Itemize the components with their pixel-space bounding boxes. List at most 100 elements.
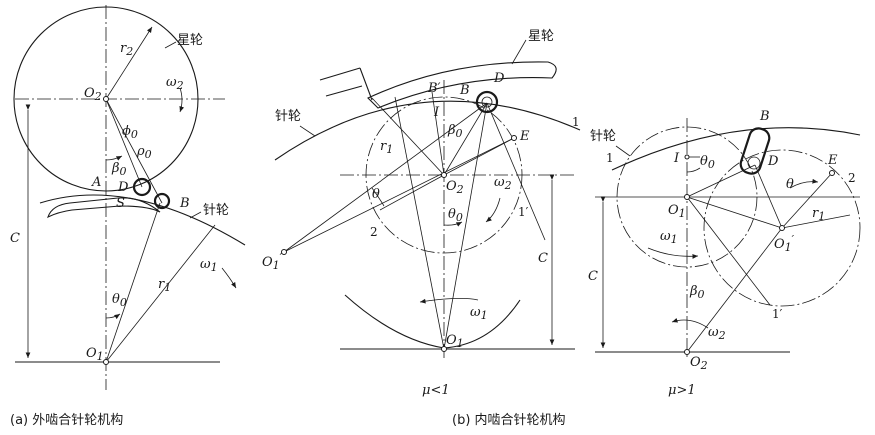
pin-wheel-arc-b-left <box>274 100 581 161</box>
label-c-b-right: C <box>588 269 598 284</box>
label-e-b-left: E <box>519 129 530 144</box>
label-star-wheel-a: 星轮 <box>177 33 203 48</box>
label-r1-b-left: r1 <box>380 139 393 156</box>
roller-d-b-left <box>475 90 499 114</box>
radius-r1-line <box>105 224 216 363</box>
star-wheel-band-b-left <box>367 61 557 109</box>
label-n1-b-right: 1 <box>606 151 614 165</box>
pin-wheel-arc-b-right <box>611 127 861 171</box>
leader-star-wheel-b <box>511 39 527 65</box>
label-d-b-left: D <box>493 71 505 86</box>
label-r2-a: r2 <box>120 41 133 58</box>
label-d-b-right: D <box>767 154 779 169</box>
point-o1p-b-right <box>779 225 785 231</box>
label-o1-b-left: O1 <box>446 333 464 350</box>
label-r1-a: r1 <box>158 277 171 294</box>
label-i-b-left: I <box>433 105 440 120</box>
label-n1p-b-left: 1′ <box>518 205 529 219</box>
label-n2-b-right: 2 <box>848 171 856 185</box>
angle-arc-theta0-a <box>105 313 121 320</box>
label-a-point: A <box>91 175 101 190</box>
radius-r2-line <box>105 26 153 100</box>
o2-to-e-line <box>443 137 515 176</box>
theta-arc-b-right <box>789 178 819 189</box>
r1-line-b-right <box>781 214 851 229</box>
label-mu-less: μ<1 <box>422 383 450 398</box>
arc-around-o1p <box>344 294 521 349</box>
roller-b-a <box>153 192 171 210</box>
label-o2-a: O2 <box>84 86 102 103</box>
leader-pin-wheel-b-left <box>299 125 316 137</box>
leader-pin-wheel-b-right <box>615 145 631 157</box>
star-tooth-curve-a <box>47 197 161 219</box>
label-theta0-a: θ0 <box>112 292 127 309</box>
label-star-wheel-b: 星轮 <box>528 29 554 44</box>
line-to-1prime <box>486 102 546 241</box>
label-theta-b-right: θ <box>786 177 794 192</box>
angle-arc-theta-b-left <box>371 187 385 207</box>
label-pin-wheel-b-right: 针轮 <box>590 129 616 144</box>
o1p-circle-b-right <box>703 149 861 307</box>
roller-d-inner-b-left <box>481 96 493 108</box>
point-e-b-left <box>511 135 517 141</box>
o2-to-o1p-line <box>686 227 783 353</box>
line-to-1prime-right <box>686 196 771 306</box>
label-b-point-a: B <box>179 196 190 211</box>
label-theta-b-left: θ <box>372 187 380 202</box>
panel-b-right-mu-greater-than-1: 针轮 1 B I θ0 D E 2 θ O1 r1 ω1 O1′ C β0 1′… <box>588 109 861 398</box>
o1-to-b-line-b <box>394 96 445 350</box>
label-r1-b-right: r1 <box>812 206 825 223</box>
omega2-arrow-b-left <box>485 197 501 223</box>
o2-to-d-line-b <box>443 102 488 176</box>
label-o1p-b-right: O1′ <box>774 233 795 254</box>
label-s-point: S <box>116 196 125 211</box>
point-i-b-right <box>684 154 690 160</box>
omega2-arrow-a <box>179 87 185 113</box>
line-to-point-2 <box>379 174 445 211</box>
label-pin-wheel-a: 针轮 <box>203 203 229 218</box>
o2-to-d-line <box>105 98 143 188</box>
omega1-arrow-b-left <box>419 298 479 304</box>
label-c-b-left: C <box>538 251 548 266</box>
o1p-to-e-line-right <box>781 172 833 229</box>
label-c-a: C <box>10 231 20 246</box>
label-n1-b-left: 1 <box>572 115 580 129</box>
point-o2-b-right <box>684 349 690 355</box>
label-o1-a: O1 <box>86 346 104 363</box>
o2-to-bp-line <box>431 91 445 176</box>
label-mu-greater: μ>1 <box>668 383 696 398</box>
label-e-b-right: E <box>827 153 838 168</box>
label-n2-b-left: 2 <box>370 225 378 239</box>
o1p-to-d-line-right <box>754 164 783 229</box>
roller-d-b-right <box>747 156 761 170</box>
caption-b: (b) 内啮合针轮机构 <box>452 412 566 428</box>
label-phi0-a: ϕ0 <box>122 124 138 141</box>
label-omega1-b-left: ω1 <box>470 305 488 322</box>
roller-d-a <box>132 177 152 197</box>
point-o1p-b-left <box>281 249 287 255</box>
panel-a-external-mesh: 星轮 针轮 O2 r2 ω2 ϕ0 ρ0 β0 A D S B C θ0 r1 … <box>10 5 246 428</box>
o1-to-d-line-b <box>443 102 488 350</box>
slider-d-b-right <box>739 127 771 175</box>
point-e-b-right <box>829 170 835 176</box>
label-omega2-b-left: ω2 <box>494 175 512 192</box>
label-b-b-left: B <box>459 83 470 98</box>
bracket-top-left <box>319 67 373 101</box>
label-o1p-b-left: O1′ <box>262 251 283 272</box>
leader-pin-wheel-a <box>189 211 202 219</box>
label-beta0-b-right: β0 <box>689 284 705 301</box>
point-o2-b-left <box>441 172 447 178</box>
o2-to-b-line <box>105 98 163 204</box>
panel-b-left-mu-less-than-1: 星轮 针轮 B′ B D I 1 β0 E r1 O2 θ ω2 θ0 1′ 2… <box>262 29 581 398</box>
caption-a: (a) 外啮合针轮机构 <box>10 413 123 428</box>
label-d-point-a: D <box>117 180 129 195</box>
o1p-to-d-line <box>283 102 488 253</box>
label-rho0-a: ρ0 <box>136 144 152 161</box>
label-o2-b-right: O2 <box>690 355 708 372</box>
angle-arc-beta0-a <box>105 155 123 161</box>
label-b-b-right: B <box>759 109 770 124</box>
point-o1-a <box>103 359 109 365</box>
angle-arc-theta0-b-left <box>443 221 463 227</box>
point-o2-a <box>103 96 109 102</box>
